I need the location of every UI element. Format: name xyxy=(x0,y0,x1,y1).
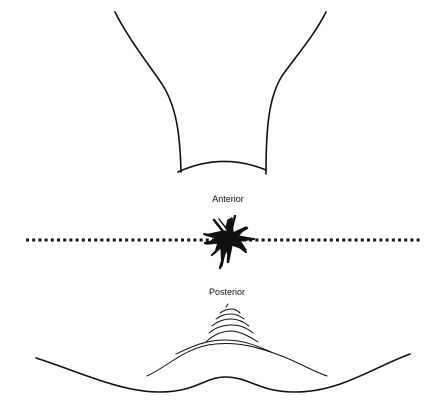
label-anterior: Anterior xyxy=(212,195,244,204)
lower-contour xyxy=(36,354,410,392)
star-lesion xyxy=(204,216,254,268)
label-posterior: Posterior xyxy=(209,288,245,297)
upper-right-contour xyxy=(266,12,326,174)
lower-folds xyxy=(147,304,327,376)
upper-left-contour xyxy=(115,12,181,172)
upper-arc xyxy=(178,161,266,172)
